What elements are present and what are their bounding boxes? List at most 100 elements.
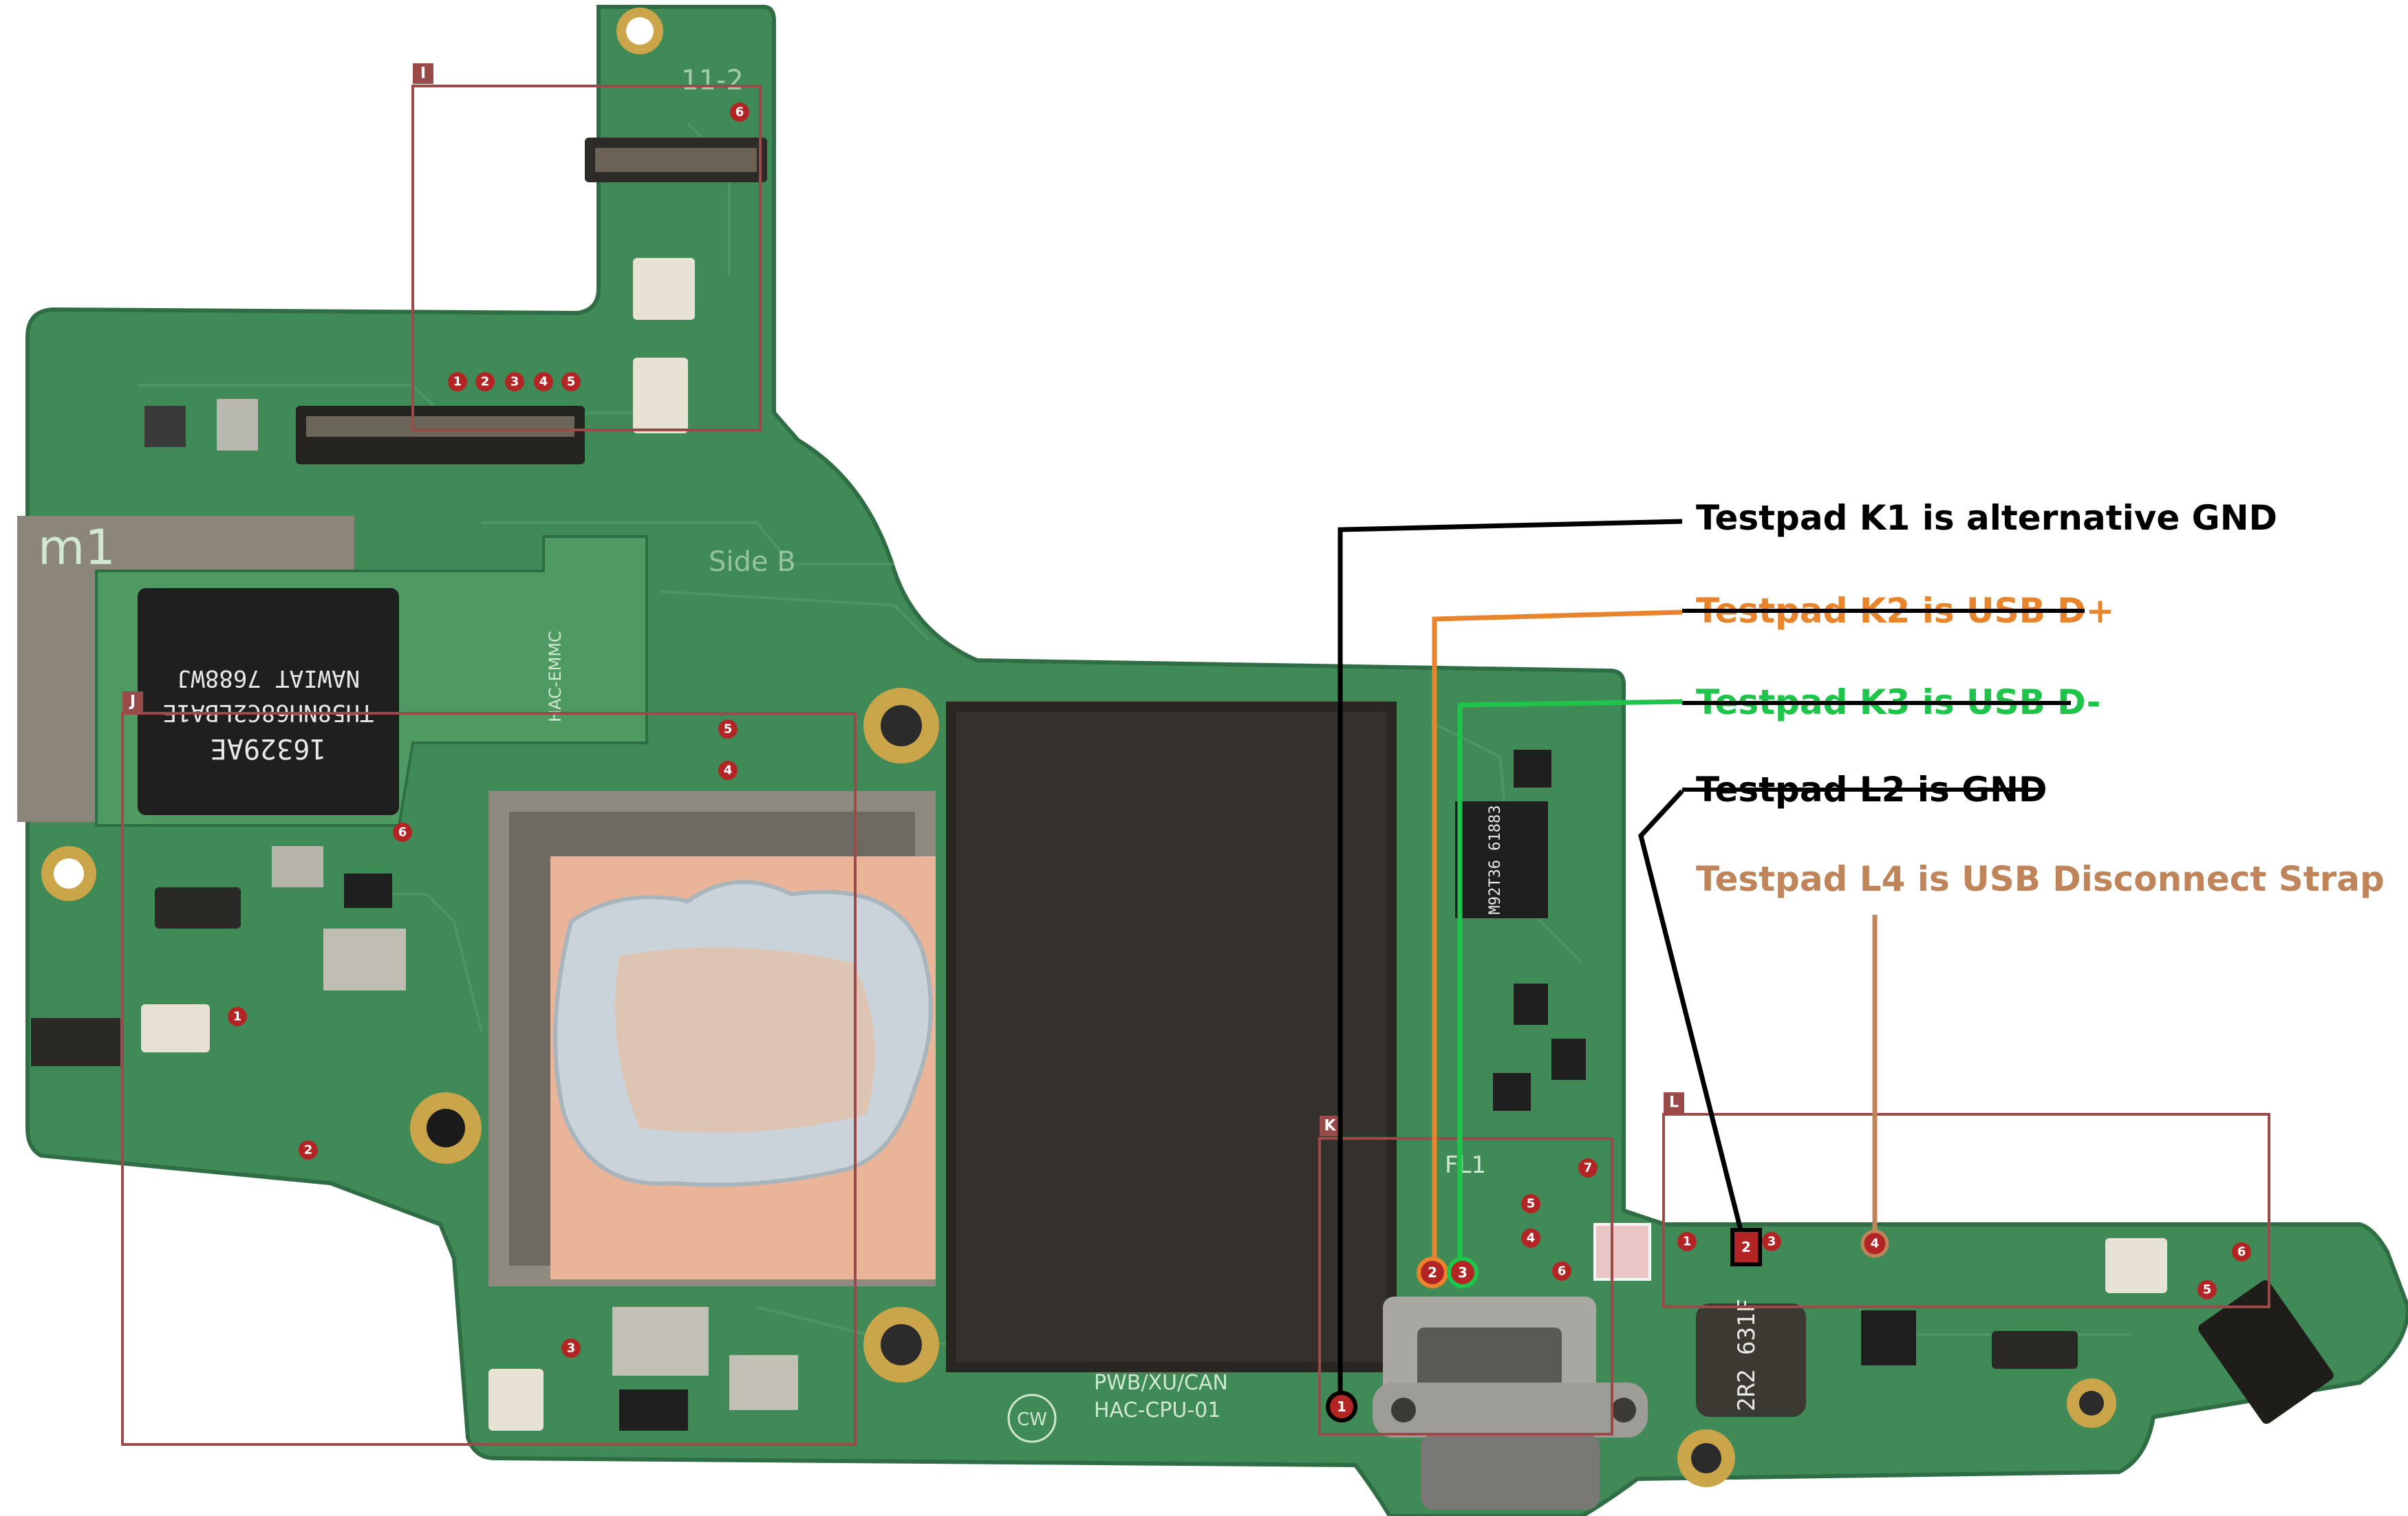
component <box>323 929 406 990</box>
cw-logo <box>1007 1394 1057 1443</box>
test-pads: 1 2 3 4 5 6 1 2 3 4 5 6 1 2 3 4 5 6 7 1 … <box>228 102 2251 1422</box>
emmc-silk-label: HAC-EMMC <box>546 631 565 722</box>
svg-text:6: 6 <box>398 825 407 840</box>
region-letter-i: I <box>420 65 426 83</box>
test-pad-k6 <box>1552 1261 1571 1281</box>
small-connector <box>633 258 695 320</box>
battery-connector <box>2198 1280 2334 1424</box>
test-pad-l3 <box>1762 1232 1781 1251</box>
region-box-j <box>121 712 857 1446</box>
svg-text:7: 7 <box>1584 1161 1593 1176</box>
main-shield: PWB/XU/CAN HAC-CPU-01 CW <box>946 702 1397 1443</box>
svg-text:3: 3 <box>510 375 519 389</box>
note-l4: Testpad L4 is USB Disconnect Strap <box>1696 859 2385 899</box>
leader-lines <box>1337 519 1878 1393</box>
svg-text:3: 3 <box>1767 1235 1776 1249</box>
test-pad-k4 <box>1521 1228 1540 1248</box>
inductor <box>1696 1303 1806 1417</box>
usb-pd-ic <box>1455 801 1548 918</box>
svg-text:4: 4 <box>1527 1231 1536 1246</box>
leader-line-k3 <box>1457 699 1683 1259</box>
test-pad-i5 <box>561 372 581 391</box>
svg-text:5: 5 <box>1527 1197 1536 1211</box>
emmc-chip <box>138 588 399 815</box>
component <box>144 406 186 447</box>
component <box>1493 1073 1531 1111</box>
connector-label: 11-2 <box>681 65 744 96</box>
board-label: PWB/XU/CAN <box>1094 1371 1228 1395</box>
emmc-module: m1 NAWIAT 7688WJ TH58NH68C2LBA1E 16329AE… <box>17 516 796 827</box>
note-k1: Testpad K1 is alternative GND <box>1696 498 2277 538</box>
svg-text:4: 4 <box>724 764 733 778</box>
soc <box>488 791 936 1286</box>
region-box-k <box>1318 1137 1613 1436</box>
test-pad-l6 <box>2232 1242 2251 1261</box>
svg-text:2: 2 <box>304 1143 313 1158</box>
small-connector <box>488 1369 544 1431</box>
svg-text:2: 2 <box>481 375 490 389</box>
small-connector <box>2105 1238 2167 1293</box>
test-pad-i2 <box>475 372 495 391</box>
svg-text:6: 6 <box>2237 1245 2246 1259</box>
mounting-holes <box>41 8 2116 1487</box>
cw-logo-text: CW <box>1017 1409 1047 1430</box>
test-pad-square <box>1593 1223 1651 1281</box>
test-pad-j3 <box>561 1339 581 1358</box>
svg-text:5: 5 <box>724 722 733 737</box>
connector <box>1992 1331 2078 1369</box>
svg-text:3: 3 <box>1458 1264 1468 1281</box>
component <box>217 399 258 451</box>
region-letter-l: L <box>1669 1094 1679 1112</box>
test-pad-j4 <box>718 761 738 780</box>
test-pad-i3 <box>505 372 524 391</box>
leader-line-l2 <box>1638 789 1743 1231</box>
right-components: M92T36 61883 FL1 2R2 631F <box>488 750 2334 1510</box>
svg-text:6: 6 <box>735 105 744 120</box>
usb-c-port-shell <box>1421 1434 1600 1510</box>
svg-text:1: 1 <box>1337 1398 1346 1415</box>
leader-line-k2 <box>1432 609 1683 1259</box>
region-box-l <box>1662 1113 2270 1308</box>
svg-text:1: 1 <box>453 375 462 389</box>
component <box>272 846 323 887</box>
component <box>31 1018 120 1066</box>
left-components <box>31 846 406 1066</box>
connector <box>141 1004 210 1052</box>
side-label: Side B <box>709 546 796 578</box>
annotations: Testpad K1 is alternative GND Testpad K2… <box>1682 498 2385 899</box>
test-pad-l1 <box>1677 1232 1697 1251</box>
svg-text:2: 2 <box>1741 1239 1751 1255</box>
emmc-corner-label: m1 <box>38 519 116 576</box>
test-pad-i6 <box>730 102 749 122</box>
usb-c-port-bracket <box>1373 1383 1648 1438</box>
test-pad-k7 <box>1578 1158 1598 1178</box>
test-pad-j6 <box>393 823 412 842</box>
test-pad-i4 <box>534 372 553 391</box>
component <box>1551 1039 1586 1080</box>
leader-line-k1 <box>1337 519 1683 1393</box>
region-letters: I J K L <box>122 63 1684 1136</box>
test-pad-i1 <box>448 372 467 391</box>
component <box>729 1355 798 1410</box>
emmc-line3: 16329AE <box>211 733 327 764</box>
small-connector <box>633 358 688 433</box>
fl-label: FL1 <box>1445 1151 1486 1179</box>
component <box>1514 984 1548 1025</box>
test-pad-l2 <box>1730 1228 1762 1266</box>
test-pad-k5 <box>1521 1194 1540 1213</box>
svg-text:1: 1 <box>233 1010 242 1024</box>
board-model: HAC-CPU-01 <box>1094 1398 1221 1422</box>
svg-text:2: 2 <box>1428 1264 1437 1281</box>
svg-text:6: 6 <box>1558 1264 1567 1279</box>
test-pad-j1 <box>228 1007 247 1026</box>
svg-text:3: 3 <box>567 1341 576 1356</box>
component <box>344 874 392 908</box>
test-pad-k3 <box>1447 1257 1479 1288</box>
svg-text:1: 1 <box>1683 1235 1692 1249</box>
svg-text:4: 4 <box>1871 1237 1880 1251</box>
emmc-line1: NAWIAT 7688WJ <box>177 664 360 692</box>
region-boxes <box>121 85 2270 1446</box>
connector <box>155 887 241 929</box>
usb-ic-label: M92T36 61883 <box>1487 805 1504 915</box>
